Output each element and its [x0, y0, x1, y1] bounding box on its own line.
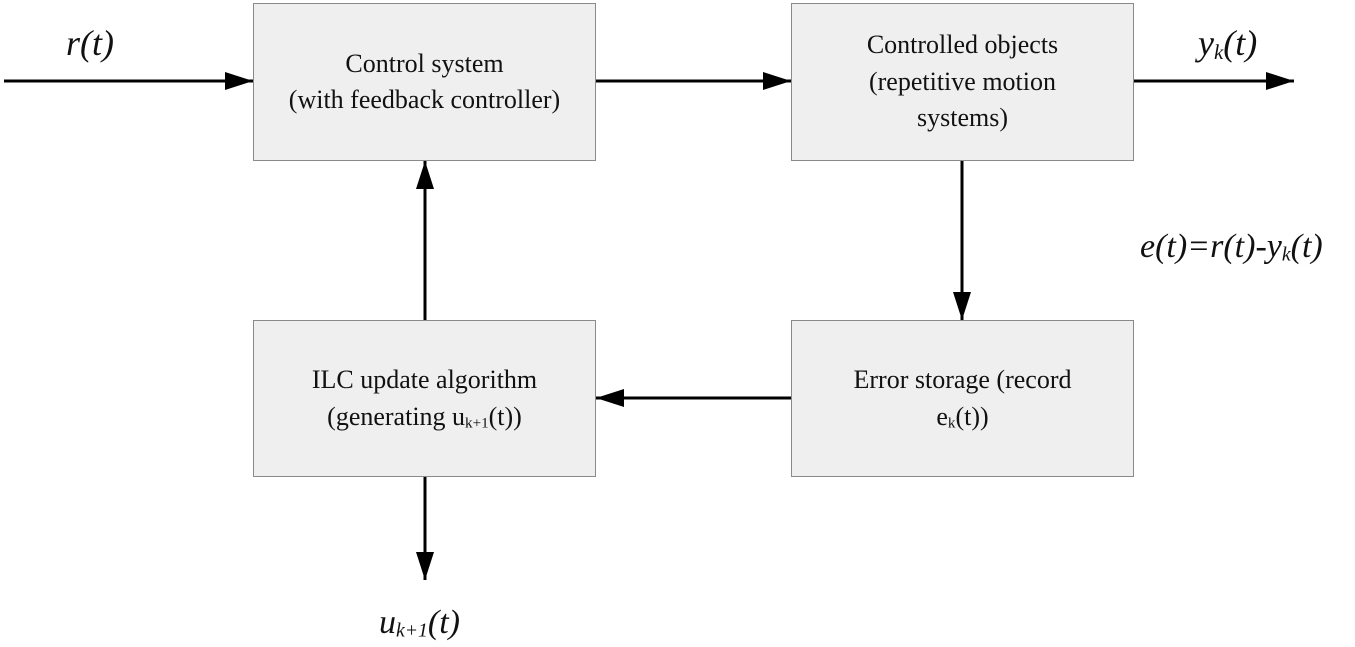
control-system-title: Control system: [345, 48, 504, 78]
control-input-label: uk+1(t): [379, 606, 460, 641]
output-signal-subscript: k: [1213, 39, 1224, 64]
ilc-subtitle-subscript: k+1: [465, 415, 489, 432]
control-input-subscript: k+1: [396, 619, 428, 642]
error-storage-block: Error storage (record ek(t)): [791, 320, 1134, 477]
output-signal-label: yk(t): [1198, 25, 1257, 63]
controlled-objects-block: Controlled objects (repetitive motion sy…: [791, 3, 1134, 161]
ilc-subtitle-suffix: (t)): [488, 401, 522, 431]
error-storage-subtitle: ek(t)): [854, 399, 1072, 435]
controlled-objects-title: Controlled objects: [866, 30, 1059, 60]
controlled-objects-line2: (repetitive motion: [868, 66, 1056, 96]
output-signal-suffix: (t): [1223, 23, 1258, 63]
error-equation-label: e(t)=r(t)-yk(t): [1140, 230, 1323, 265]
error-subtitle-prefix: e: [936, 401, 948, 431]
ilc-update-subtitle: (generating uk+1(t)): [312, 399, 537, 435]
ilc-subtitle-prefix: (generating u: [327, 401, 466, 431]
control-input-base: u: [379, 604, 396, 641]
ilc-update-title: ILC update algorithm: [311, 365, 538, 395]
error-subtitle-suffix: (t)): [955, 401, 989, 431]
ilc-update-block: ILC update algorithm (generating uk+1(t)…: [253, 320, 596, 477]
reference-signal-label: r(t): [66, 23, 114, 63]
output-signal-base: y: [1198, 23, 1214, 63]
error-storage-title: Error storage (record: [853, 365, 1072, 395]
control-input-suffix: (t): [427, 604, 460, 641]
error-equation-prefix: e(t)=r(t)-y: [1140, 228, 1282, 265]
control-system-block: Control system (with feedback controller…: [253, 3, 596, 161]
error-subtitle-subscript: k: [947, 415, 956, 432]
error-equation-suffix: (t): [1290, 228, 1323, 265]
error-equation-subscript: k: [1281, 243, 1291, 266]
control-system-subtitle: (with feedback controller): [288, 85, 561, 114]
controlled-objects-line3: systems): [916, 103, 1008, 133]
